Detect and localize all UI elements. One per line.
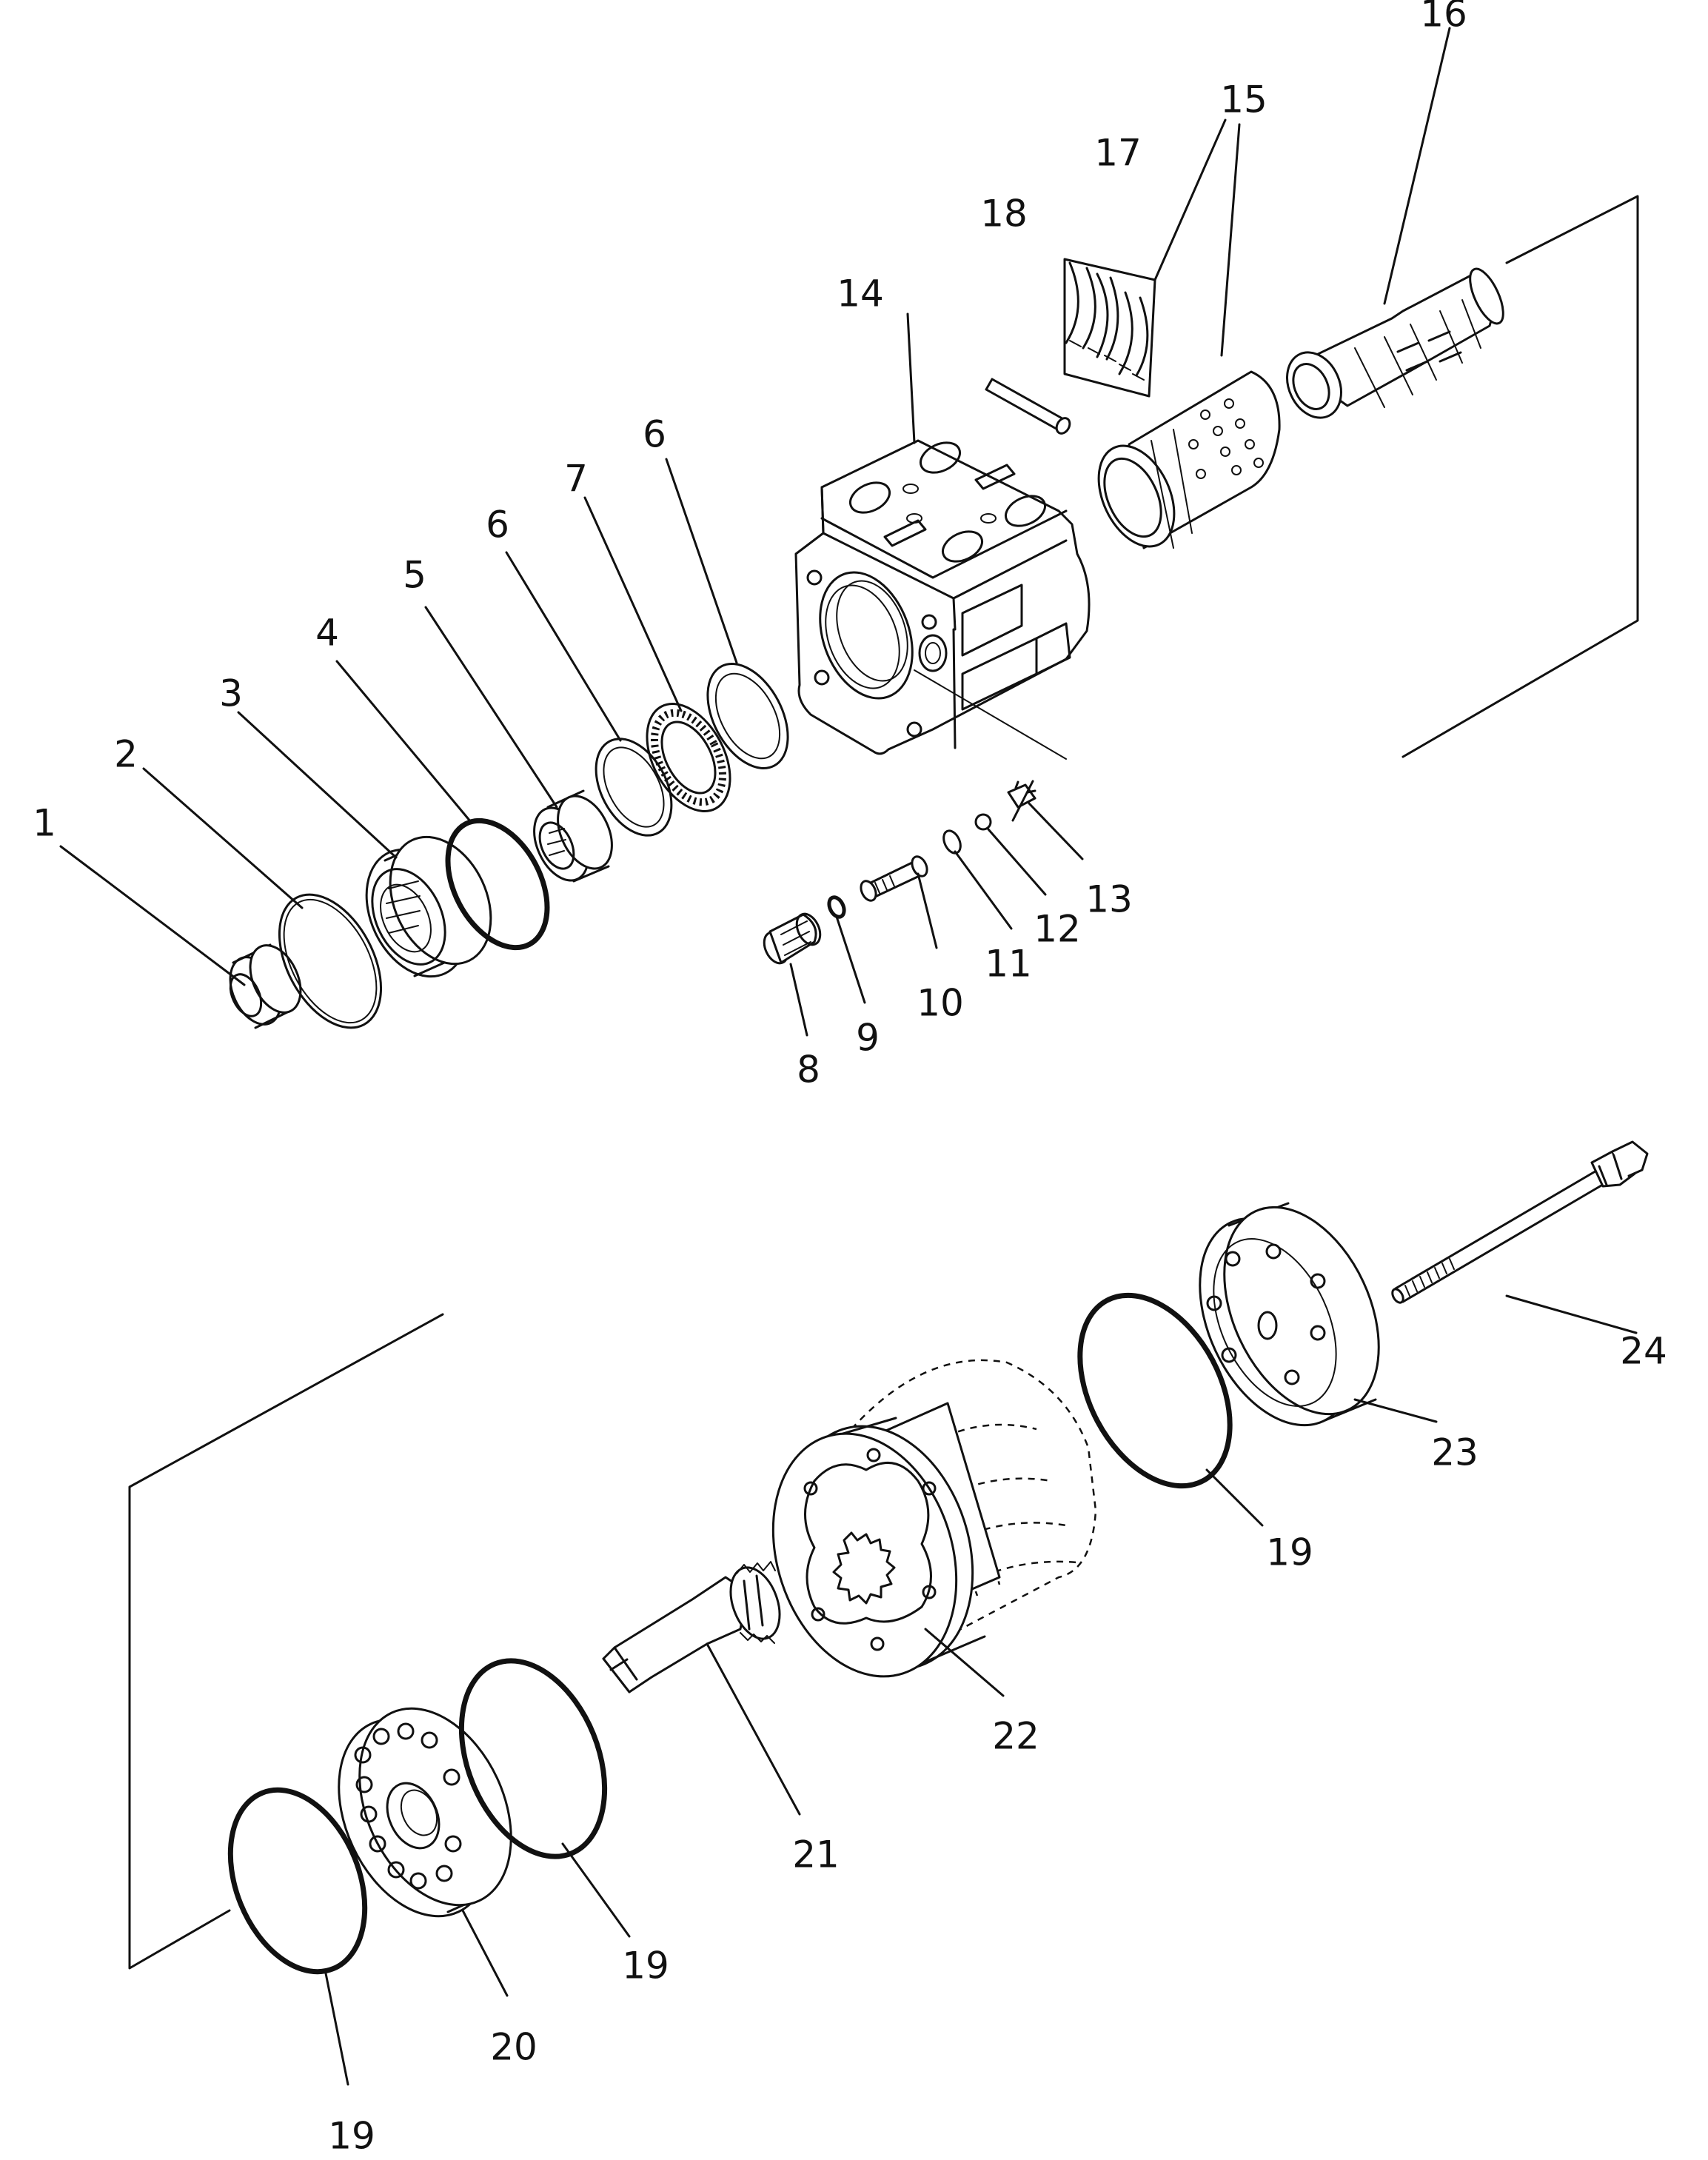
label-part-4: 4 <box>315 612 339 655</box>
assembly-bracket-upper <box>1401 195 1639 758</box>
label-part-6-b: 6 <box>643 413 666 456</box>
label-part-10: 10 <box>917 982 964 1025</box>
label-part-19-b: 19 <box>622 1945 669 1987</box>
label-part-7: 7 <box>564 458 588 501</box>
label-part-14: 14 <box>837 272 884 315</box>
part-11-o-ring <box>942 829 962 855</box>
label-part-19-c: 19 <box>1266 1531 1313 1574</box>
part-23-end-cap <box>1199 1202 1380 1427</box>
label-part-12: 12 <box>1034 908 1081 951</box>
label-part-11: 11 <box>985 943 1032 986</box>
assembly-bracket-lower <box>128 1313 444 1970</box>
part-8-plug <box>763 912 822 965</box>
label-part-2: 2 <box>114 733 138 776</box>
part-6-washer-b <box>706 663 789 769</box>
part-19-o-ring-b <box>458 1658 608 1859</box>
leader-housing-to-relief-valve <box>914 669 1067 760</box>
label-part-5: 5 <box>403 554 426 597</box>
label-part-1: 1 <box>33 802 56 845</box>
label-part-23: 23 <box>1431 1431 1478 1474</box>
part-1-bearing <box>229 943 302 1029</box>
label-part-3: 3 <box>219 672 243 715</box>
part-2-o-ring <box>278 893 383 1029</box>
label-part-8: 8 <box>797 1049 820 1091</box>
part-10-valve-poppet <box>860 855 928 902</box>
part-21-drive-shaft <box>602 1561 781 1693</box>
label-part-17: 17 <box>1094 132 1142 175</box>
part-17-springs <box>1063 258 1156 398</box>
part-12-ball <box>974 813 992 831</box>
label-part-15: 15 <box>1220 78 1267 121</box>
part-22-gerotor <box>771 1359 1097 1678</box>
part-24-bolt <box>1391 1140 1649 1304</box>
part-3-seal-housing <box>365 835 492 978</box>
part-18-pin <box>985 378 1071 435</box>
part-16-spool <box>1286 267 1504 419</box>
label-part-18: 18 <box>980 193 1028 235</box>
label-part-6-a: 6 <box>486 504 509 546</box>
label-part-13: 13 <box>1085 878 1133 921</box>
leader-lines <box>59 27 1638 2086</box>
part-6-washer-a <box>595 738 673 837</box>
label-part-24: 24 <box>1620 1330 1667 1373</box>
part-14-valve-housing <box>794 439 1091 755</box>
label-part-21: 21 <box>792 1833 840 1876</box>
part-19-o-ring-c <box>1077 1292 1233 1489</box>
label-part-22: 22 <box>992 1715 1039 1758</box>
label-part-16: 16 <box>1420 0 1467 36</box>
part-19-o-ring-a <box>227 1787 368 1975</box>
part-15-sleeve <box>1097 370 1281 549</box>
label-part-9: 9 <box>856 1017 880 1060</box>
part-7-thrust-bearing <box>646 703 731 812</box>
part-labels: 1 2 3 4 5 6 7 6 8 9 10 11 12 13 14 15 16… <box>33 0 1667 2158</box>
part-4-o-ring <box>445 817 550 951</box>
label-part-19-a: 19 <box>328 2115 375 2158</box>
part-9-o-ring <box>827 895 846 919</box>
part-5-bearing <box>533 789 613 883</box>
part-20-port-plate <box>338 1707 512 1918</box>
label-part-20: 20 <box>490 2026 537 2069</box>
